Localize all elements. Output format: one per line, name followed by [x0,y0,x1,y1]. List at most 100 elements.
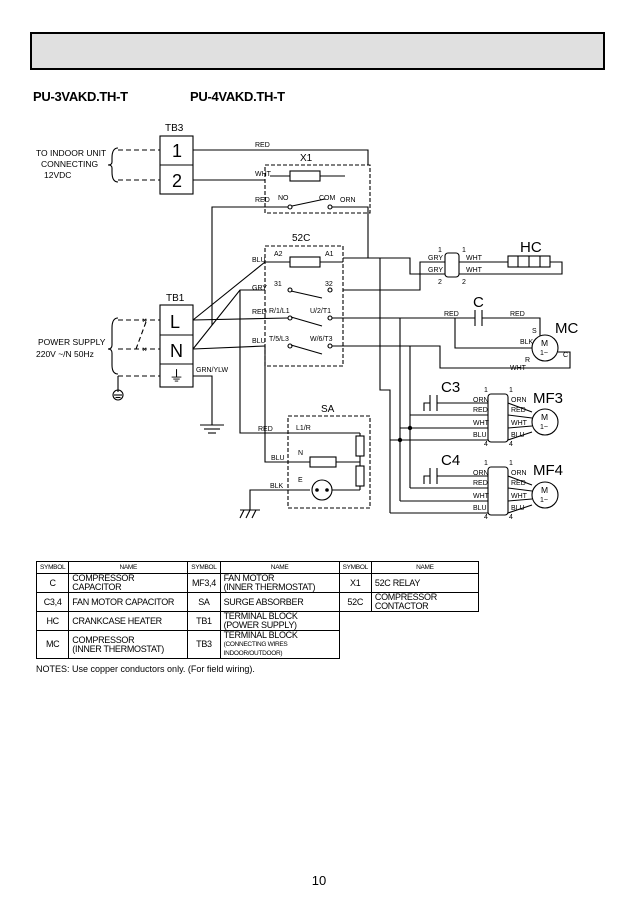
mf3-pin1-r: 1 [509,387,513,394]
52c-r1l1: R/1/L1 [269,308,290,315]
power-label-line2: 220V ~/N 50Hz [36,349,94,359]
mf3-blu-r: BLU [511,432,525,439]
mc-c: C [563,352,568,359]
mc-m: M [541,338,548,348]
mf3-blu-l: BLU [473,432,487,439]
legend-symbol: TB1 [187,611,221,631]
52c-red: RED [252,309,267,316]
legend-name: COMPRESSOR(INNER THERMOSTAT) [68,630,189,659]
legend-name: TERMINAL BLOCK(CONNECTING WIRES INDOOR/O… [219,630,340,659]
indoor-label-line3: 12VDC [44,170,71,180]
mf4-label: MF4 [533,462,563,479]
52c-a2: A2 [274,251,283,258]
c4-label: C4 [441,452,460,469]
wiring-diagram: TB3 1 2 TO INDOOR UNIT CONNECTING 12VDC … [36,123,578,521]
52c-w6t3: W/6/T3 [310,336,333,343]
legend-symbol: 52C [338,592,372,612]
mf4-wht-r: WHT [511,493,528,500]
52c-31: 31 [274,281,282,288]
hc-pin2-r: 2 [462,279,466,286]
tb1-terminal-n: N [170,341,183,361]
mf4-m: M [541,485,548,495]
tb1-terminal-earth: ⏚ [169,368,184,385]
indoor-brace [107,147,119,183]
legend-name: CRANKCASE HEATER [68,611,189,631]
x1-orn: ORN [340,197,356,204]
table-row: C COMPRESSOR CAPACITOR MF3,4 FAN MOTOR(I… [35,573,479,593]
legend-name-line: FAN MOTOR [223,573,275,583]
mf4-pin4-r: 4 [509,514,513,521]
x1-wht: WHT [255,171,272,178]
sa-blu: BLU [271,455,285,462]
legend-symbol: MC [35,630,70,659]
legend-name: 52C RELAY [370,573,479,593]
header-bar [30,32,605,70]
mf3-orn-r: ORN [511,397,527,404]
mf4-orn-l: ORN [473,470,489,477]
mc-phase: 1~ [540,350,548,357]
c-label: C [473,294,484,311]
mf3-red-r: RED [511,407,526,414]
tb1-terminal-l: L [170,312,180,332]
mf3-orn-l: ORN [473,397,489,404]
legend-name: FAN MOTOR CAPACITOR [68,592,189,612]
table-row: HC CRANKCASE HEATER TB1 TERMINAL BLOCK(P… [35,611,479,631]
legend-header: NAME [370,561,479,574]
mf4-connector [487,466,509,516]
mf4-pin1-r: 1 [509,460,513,467]
notes: NOTES: Use copper conductors only. (For … [36,664,255,674]
mf4-blu-l: BLU [473,505,487,512]
legend-name-line: (INNER THERMOSTAT) [223,582,316,592]
legend-symbol: C [35,573,70,593]
mf4-orn-r: ORN [511,470,527,477]
hc-pin1-r: 1 [462,247,466,254]
mc-label: MC [555,320,578,337]
mf3-connector [487,393,509,443]
hc-pin2-l: 2 [438,279,442,286]
tb3-red-wire: RED [255,142,270,149]
legend-symbol: SA [187,592,221,612]
mf3-label: MF3 [533,390,563,407]
legend-symbol: TB3 [187,630,221,659]
svg-text:×: × [142,344,147,354]
legend-name: TERMINAL BLOCK(POWER SUPPLY) [219,611,340,631]
52c-blu-2: BLU [252,338,266,345]
tb3-label: TB3 [165,123,184,134]
legend-name-line: (CONNECTING WIRES INDOOR/OUTDOOR) [223,641,288,657]
52c-t5l3: T/5/L3 [269,336,289,343]
page-number: 10 [311,873,327,888]
power-brace [107,317,119,375]
mf4-wht-l: WHT [473,493,490,500]
mf4-motor [531,481,559,509]
mf4-red-r: RED [511,480,526,487]
indoor-label-line1: TO INDOOR UNIT [36,148,106,158]
legend-name-line: COMPRESSOR [72,634,135,645]
mf3-phase: 1~ [540,424,548,431]
tb3-terminal-2: 2 [172,171,182,191]
model-label-1: PU-3VAKD.TH-T [33,89,128,104]
mf4-blu-r: BLU [511,505,525,512]
mc-s: S [532,328,537,335]
svg-text:×: × [142,315,147,325]
52c-gry: GRY [252,285,267,292]
mf3-pin1-l: 1 [484,387,488,394]
mf3-m: M [541,412,548,422]
legend-table: SYMBOL NAME SYMBOL NAME SYMBOL NAME C CO… [35,561,479,659]
52c-32: 32 [325,281,333,288]
hc-gry-1: GRY [428,255,443,262]
mf3-wht-r: WHT [511,420,528,427]
legend-name-line: (POWER SUPPLY) [223,620,297,630]
legend-name-line: TERMINAL BLOCK [223,611,298,621]
legend-header: SYMBOL [35,561,70,574]
c-red-1: RED [444,311,459,318]
tb1-label: TB1 [166,293,185,304]
sa-label: SA [321,404,335,415]
hc-wht-2: WHT [466,267,483,274]
legend-name-line: TERMINAL BLOCK [223,630,298,640]
x1-com: COM [319,195,336,202]
mf3-motor [531,408,559,436]
table-row: C3,4 FAN MOTOR CAPACITOR SA SURGE ABSORB… [35,592,479,612]
mf3-pin4-r: 4 [509,441,513,448]
sa-e: E [298,477,303,484]
power-label-line1: POWER SUPPLY [38,337,106,347]
